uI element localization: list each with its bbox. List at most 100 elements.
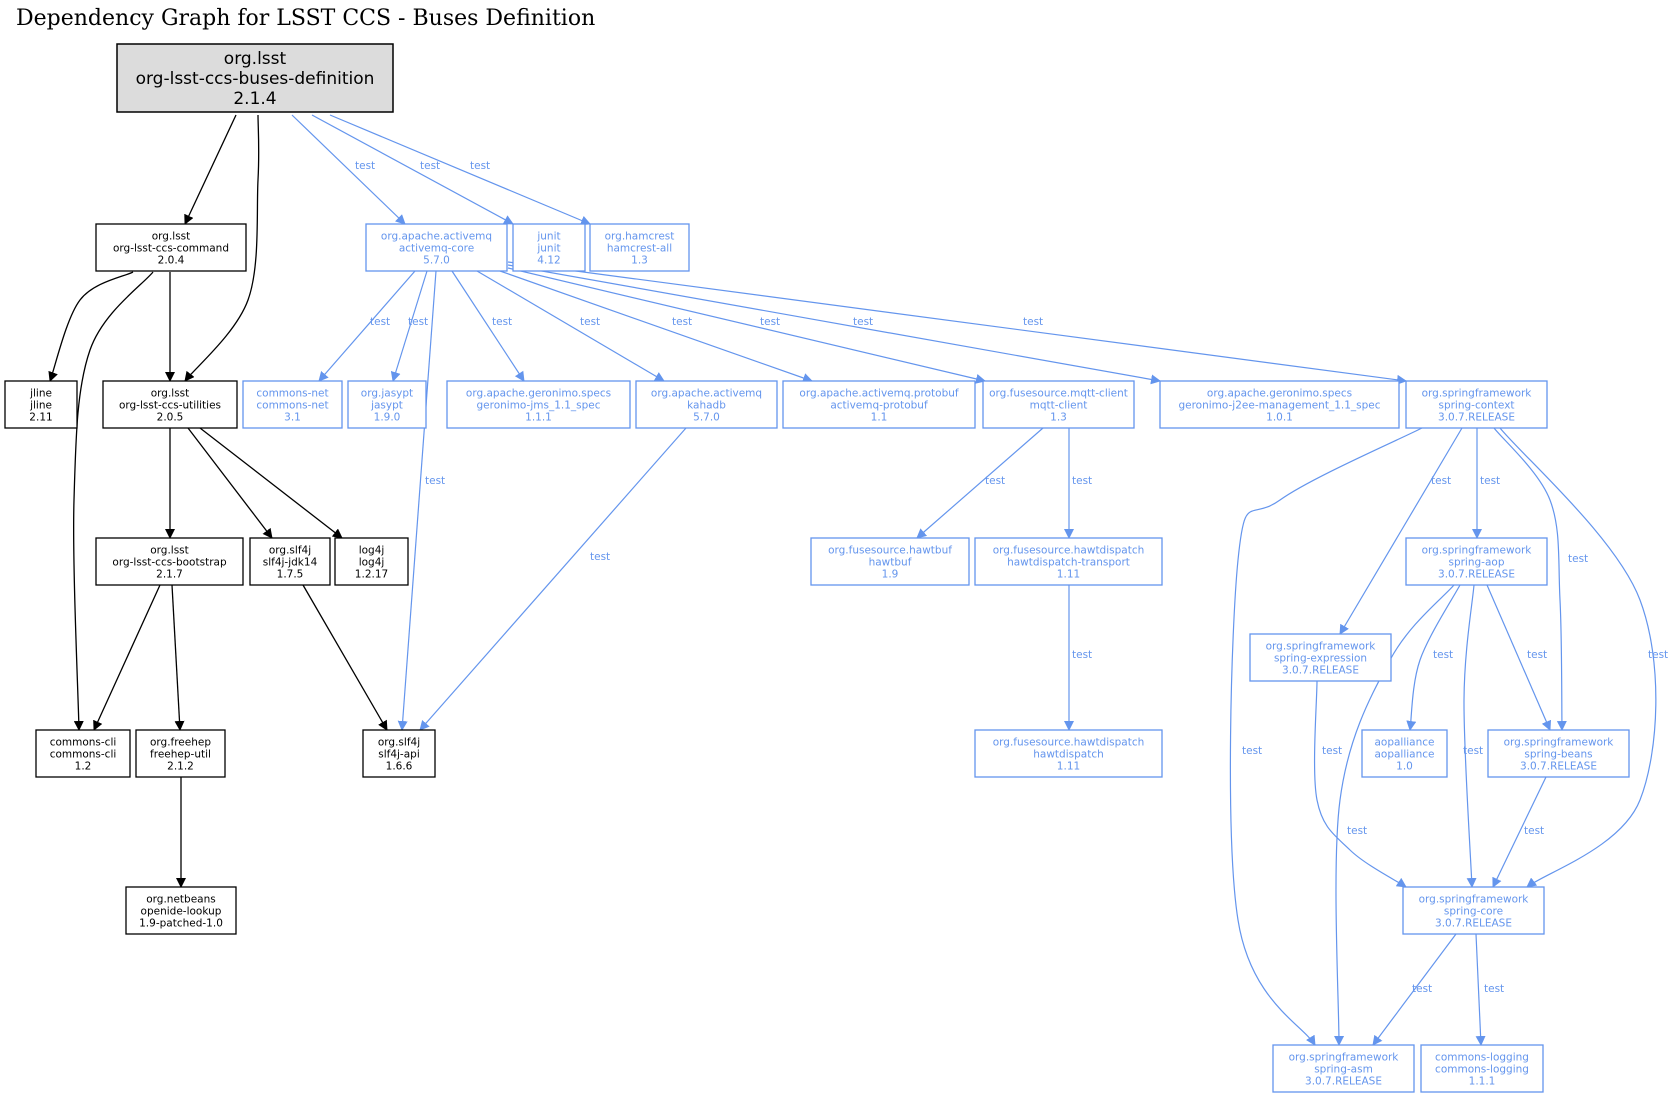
- node-artifact: log4j: [359, 557, 385, 569]
- node-version: 4.12: [537, 255, 560, 267]
- node-spring-expression[interactable]: org.springframeworkspring-expression3.0.…: [1249, 633, 1392, 682]
- edge-label: test: [853, 316, 873, 328]
- node-box: [446, 380, 631, 429]
- node-box: [589, 223, 690, 272]
- node-version: 1.0: [1396, 761, 1413, 773]
- edge-utilities-to-slf4j-jdk14: [187, 427, 273, 539]
- edge-label: test: [985, 475, 1005, 487]
- edge-label: test: [408, 316, 428, 328]
- node-geronimo-jms[interactable]: org.apache.geronimo.specsgeronimo-jms_1.…: [446, 380, 631, 429]
- node-group: org.hamcrest: [605, 231, 675, 243]
- node-version: 1.2: [75, 761, 92, 773]
- edge-spring-aop-to-spring-core: test: [1463, 584, 1483, 888]
- node-spring-context[interactable]: org.springframeworkspring-context3.0.7.R…: [1405, 380, 1548, 429]
- node-spring-aop[interactable]: org.springframeworkspring-aop3.0.7.RELEA…: [1405, 537, 1548, 586]
- node-artifact: spring-expression: [1274, 653, 1367, 665]
- edge-spring-expression-to-spring-core: test: [1313, 680, 1407, 888]
- edge-spring-aop-to-spring-asm: test: [1334, 584, 1455, 1046]
- edge-bootstrap-to-freehep: [171, 584, 185, 731]
- node-hawtdispatch-transport[interactable]: org.fusesource.hawtdispatchhawtdispatch-…: [974, 537, 1163, 586]
- edge-line: [291, 114, 406, 225]
- edge-hawtdispatch-transport-to-hawtdispatch: test: [1064, 585, 1092, 731]
- node-spring-asm[interactable]: org.springframeworkspring-asm3.0.7.RELEA…: [1272, 1044, 1415, 1093]
- edge-label: test: [760, 316, 780, 328]
- node-artifact: spring-context: [1438, 400, 1514, 412]
- node-artifact: hawtdispatch: [1033, 749, 1104, 761]
- node-group: org.springframework: [1266, 641, 1377, 653]
- edge-root-to-utilities: [184, 114, 260, 382]
- edge-line: [507, 261, 1407, 385]
- node-version: 1.9: [882, 569, 899, 581]
- edge-label: test: [425, 475, 445, 487]
- node-version: 2.0.5: [157, 412, 184, 424]
- node-version: 2.0.4: [158, 255, 185, 267]
- node-box: [334, 537, 409, 586]
- nodes-layer: org.lsstorg-lsst-ccs-buses-definition2.1…: [4, 43, 1630, 1093]
- edge-label: test: [492, 316, 512, 328]
- node-artifact: org-lsst-ccs-command: [113, 243, 229, 255]
- node-group: org.slf4j: [378, 737, 420, 749]
- node-box: [362, 729, 436, 778]
- edge-line: [184, 114, 260, 382]
- edge-line: [1475, 933, 1486, 1046]
- node-spring-beans[interactable]: org.springframeworkspring-beans3.0.7.REL…: [1487, 729, 1630, 778]
- edge-line: [397, 270, 437, 731]
- edge-label: test: [1431, 475, 1451, 487]
- node-root[interactable]: org.lsstorg-lsst-ccs-buses-definition2.1…: [116, 43, 394, 113]
- node-geronimo-j2ee[interactable]: org.apache.geronimo.specsgeronimo-j2ee-m…: [1159, 380, 1400, 429]
- node-spring-core[interactable]: org.springframeworkspring-core3.0.7.RELE…: [1402, 886, 1545, 935]
- edge-line: [93, 584, 161, 731]
- edge-label: test: [370, 316, 390, 328]
- node-openide[interactable]: org.netbeansopenide-lookup1.9-patched-1.…: [125, 886, 237, 935]
- node-hawtdispatch[interactable]: org.fusesource.hawtdispatchhawtdispatch1…: [974, 729, 1163, 778]
- node-box: [95, 223, 247, 272]
- edge-line: [329, 114, 591, 226]
- edge-line: [916, 427, 1044, 539]
- node-protobuf[interactable]: org.apache.activemq.protobufactivemq-pro…: [782, 380, 976, 429]
- edge-line: [499, 270, 813, 383]
- node-artifact: activemq-protobuf: [830, 400, 928, 412]
- node-group: org.springframework: [1422, 388, 1533, 400]
- edge-label: test: [590, 551, 610, 563]
- node-version: 1.7.5: [277, 569, 304, 581]
- node-version: 3.0.7.RELEASE: [1438, 569, 1515, 581]
- node-artifact: kahadb: [687, 400, 726, 412]
- edge-root-to-command: [184, 114, 237, 225]
- node-group: org.fusesource.mqtt-client: [989, 388, 1128, 400]
- edge-label: test: [672, 316, 692, 328]
- node-group: org.lsst: [224, 49, 287, 69]
- node-box: [974, 729, 1163, 778]
- node-group: org.springframework: [1504, 737, 1615, 749]
- node-box: [242, 380, 343, 429]
- edge-activemq-core-to-geronimo-j2ee: test: [507, 264, 1161, 385]
- edge-label: test: [355, 160, 375, 172]
- node-artifact: jline: [29, 400, 52, 412]
- node-version: 3.0.7.RELEASE: [1438, 412, 1515, 424]
- edge-spring-aop-to-aopalliance: test: [1406, 584, 1461, 731]
- node-group: org.freehep: [150, 737, 211, 749]
- edge-line: [311, 114, 514, 225]
- node-artifact: hawtbuf: [869, 557, 912, 569]
- edge-activemq-core-to-commons-net: test: [318, 270, 416, 382]
- node-box: [1420, 1044, 1544, 1093]
- node-artifact: geronimo-jms_1.1_spec: [476, 400, 600, 412]
